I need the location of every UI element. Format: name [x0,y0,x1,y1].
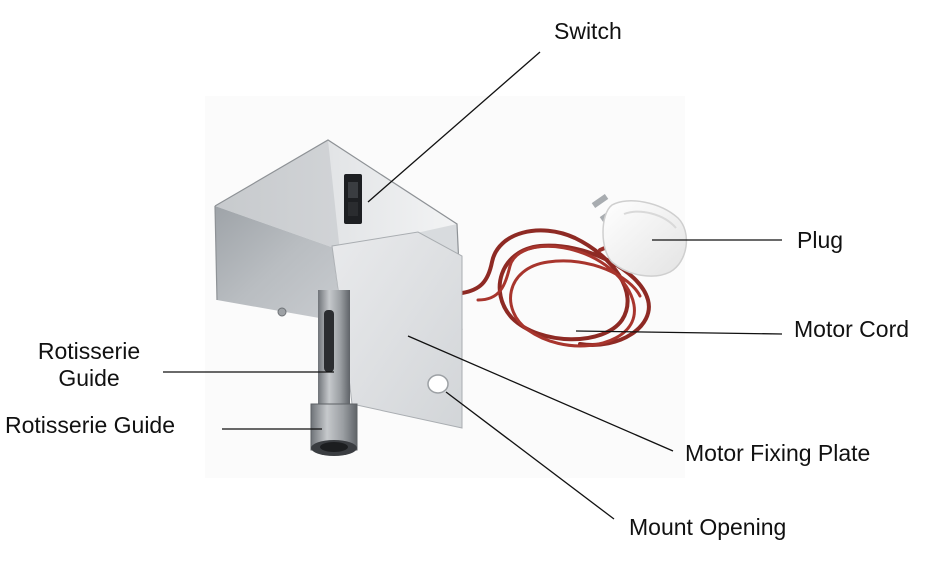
label-motor-cord: Motor Cord [794,316,910,342]
label-rotisserie-guide-top: Rotisserie Guide [14,338,164,392]
motor-fixing-plate [331,231,463,429]
rotisserie-guide-illustration [310,290,358,456]
label-rotisserie-guide-bottom: Rotisserie Guide [5,412,176,438]
label-switch: Switch [554,18,622,44]
mount-opening-hole [427,374,449,394]
label-mount-opening: Mount Opening [629,514,787,540]
label-plug: Plug [797,227,844,253]
plug-illustration [591,193,688,277]
leader-line-switch [367,51,541,203]
label-motor-fixing-plate: Motor Fixing Plate [685,440,871,466]
leader-lines [163,51,783,520]
switch-illustration [344,174,362,224]
label-rotisserie-guide-top-line2: Guide [58,365,120,391]
leader-line-motor-fixing-plate [407,335,674,452]
leader-line-motor-cord [575,330,783,335]
label-rotisserie-guide-top-line1: Rotisserie [37,338,141,364]
leader-line-mount-opening [445,391,615,520]
